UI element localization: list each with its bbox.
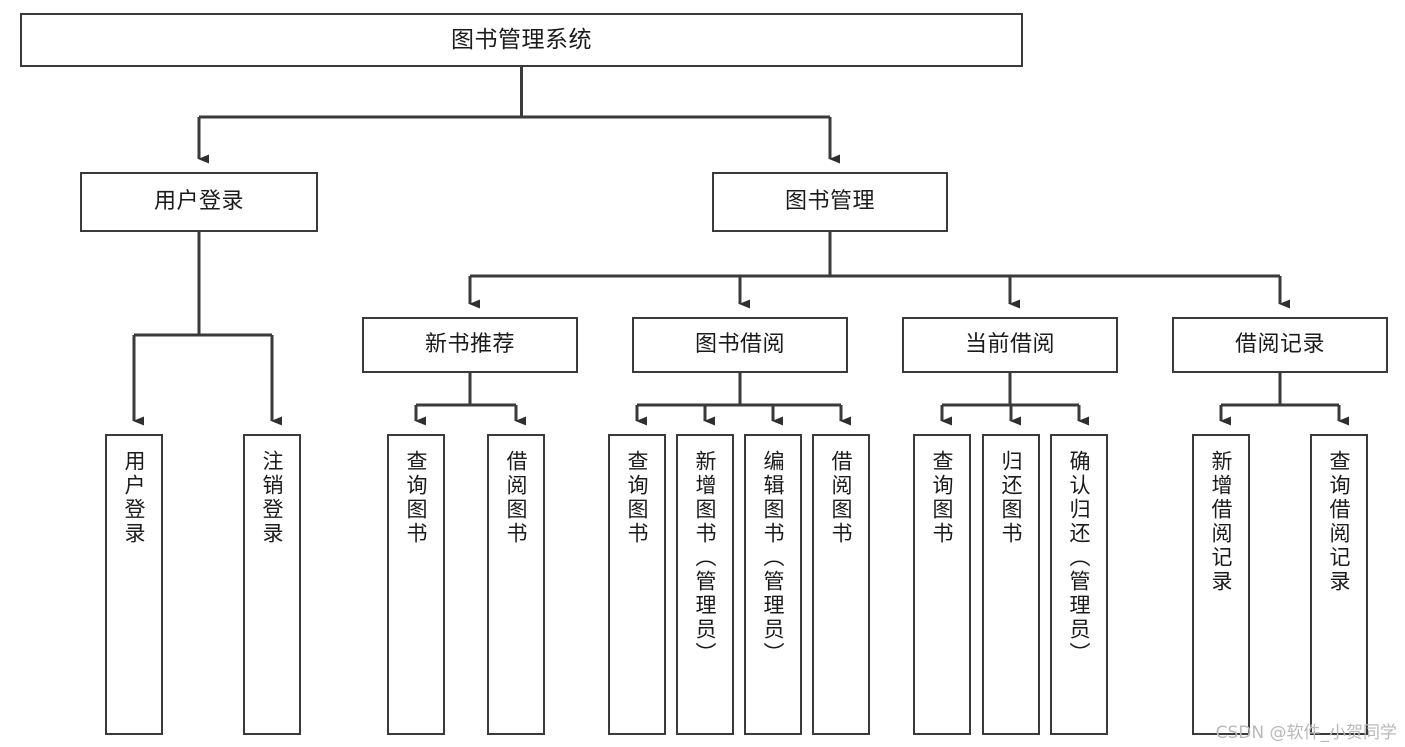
- node-leaf-confirm-return[interactable]: 确认归还（管理员）: [1050, 434, 1108, 735]
- node-leaf-logout[interactable]: 注销登录: [243, 434, 301, 735]
- node-label: 借阅图书: [829, 450, 854, 546]
- node-label: 借阅图书: [504, 450, 529, 546]
- node-leaf-query-book-2[interactable]: 查询图书: [608, 434, 666, 735]
- node-borrow-record[interactable]: 借阅记录: [1172, 317, 1388, 373]
- node-label: 图书借阅: [694, 332, 785, 358]
- node-label: 归还图书: [999, 450, 1024, 546]
- node-label: 确认归还（管理员）: [1067, 450, 1092, 666]
- node-current-borrow[interactable]: 当前借阅: [902, 317, 1118, 373]
- node-leaf-add-book[interactable]: 新增图书（管理员）: [676, 434, 734, 735]
- csdn-watermark: CSDN @软件_小贺同学: [1215, 723, 1397, 743]
- node-label: 新增图书（管理员）: [693, 450, 718, 666]
- node-book-borrow[interactable]: 图书借阅: [632, 317, 848, 373]
- node-book-manage[interactable]: 图书管理: [712, 172, 948, 232]
- node-leaf-query-record[interactable]: 查询借阅记录: [1310, 434, 1368, 735]
- node-leaf-query-book-3[interactable]: 查询图书: [913, 434, 971, 735]
- node-leaf-edit-book[interactable]: 编辑图书（管理员）: [744, 434, 802, 735]
- node-label: 查询图书: [625, 450, 650, 546]
- node-label: 图书管理: [784, 189, 875, 215]
- node-label: 用户登录: [122, 450, 147, 546]
- node-leaf-add-record[interactable]: 新增借阅记录: [1192, 434, 1250, 735]
- node-leaf-user-login[interactable]: 用户登录: [105, 434, 163, 735]
- node-label: 新增借阅记录: [1209, 450, 1234, 594]
- node-root[interactable]: 图书管理系统: [20, 13, 1023, 67]
- node-label: 借阅记录: [1234, 332, 1325, 358]
- node-label: 编辑图书（管理员）: [761, 450, 786, 666]
- node-label: 用户登录: [153, 189, 244, 215]
- node-leaf-query-book-1[interactable]: 查询图书: [387, 434, 445, 735]
- node-new-book-rec[interactable]: 新书推荐: [362, 317, 578, 373]
- node-user-login[interactable]: 用户登录: [80, 172, 318, 232]
- node-label: 图书管理系统: [451, 26, 592, 53]
- node-leaf-borrow-book-1[interactable]: 借阅图书: [487, 434, 545, 735]
- node-label: 注销登录: [260, 450, 285, 546]
- node-leaf-borrow-book-2[interactable]: 借阅图书: [812, 434, 870, 735]
- node-label: 当前借阅: [964, 332, 1055, 358]
- node-label: 查询图书: [930, 450, 955, 546]
- node-label: 新书推荐: [424, 332, 515, 358]
- node-leaf-return-book[interactable]: 归还图书: [982, 434, 1040, 735]
- node-label: 查询借阅记录: [1327, 450, 1352, 594]
- node-label: 查询图书: [404, 450, 429, 546]
